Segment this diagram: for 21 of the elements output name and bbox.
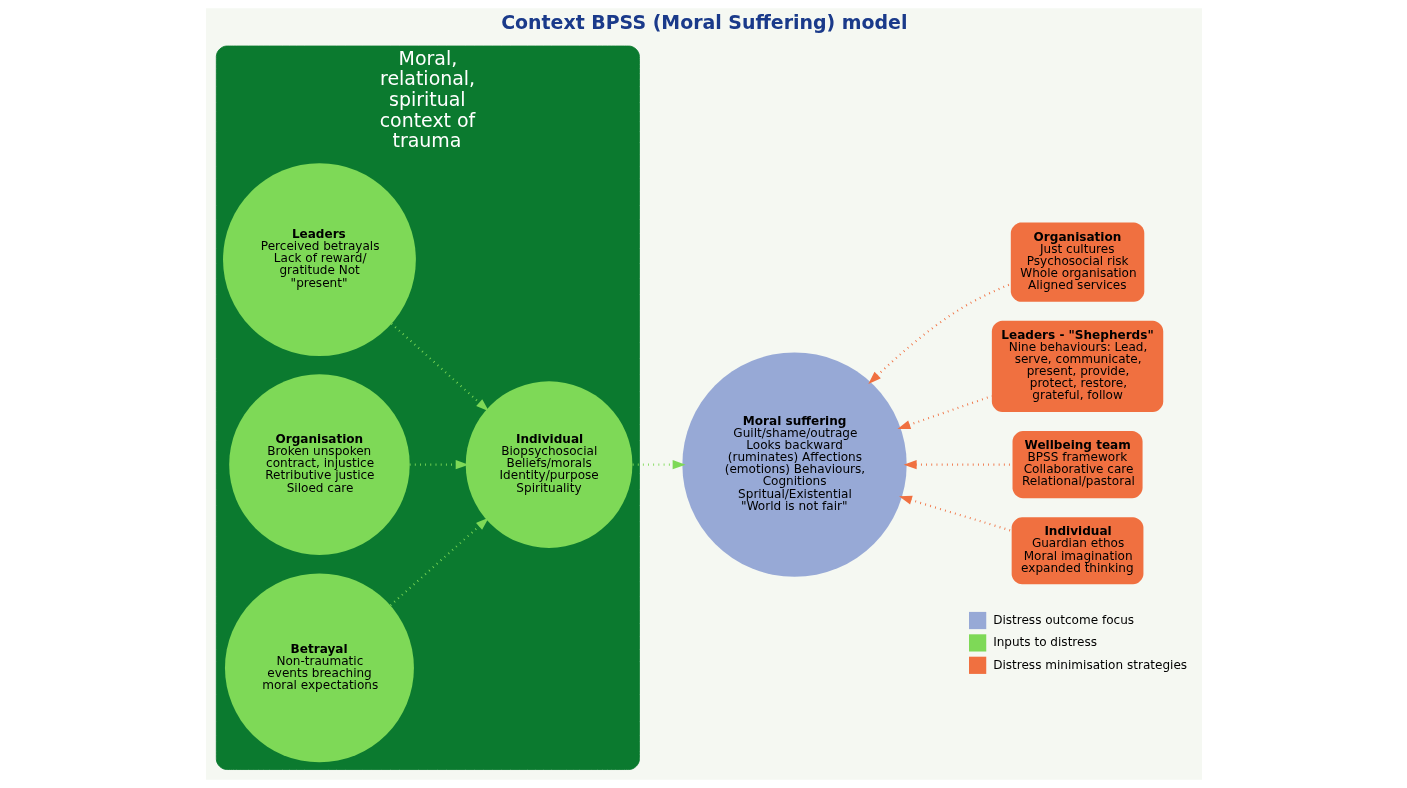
diagram-title: Context BPSS (Moral Suffering) model	[500, 11, 907, 34]
node-circle: Organisation Broken unspoken contract, injustice Retributive justice Siloed care	[228, 374, 410, 555]
node-box: Organisation Just cultures Psychosocial risk Whole organisation Aligned services	[1010, 222, 1144, 302]
legend-label: Distress minimisation strategies	[992, 657, 1187, 672]
node-circle: Moral suffering Guilt/shame/outrage Looks backward (ruminates) Affections (emotions) Behaviours, Cognitions Spritual/Existential "World is not fair"	[681, 352, 907, 577]
node-box: Leaders - "Shepherds" Nine behaviours: Lead, serve, communicate, present, provide, protect, restore, grateful, follow	[991, 320, 1163, 413]
legend-label: Distress outcome focus	[992, 612, 1134, 627]
node-circle: Leaders Perceived betrayals Lack of reward/ gratitude Not "present"	[222, 163, 416, 357]
arrow	[409, 460, 469, 470]
arrow	[903, 460, 1012, 470]
node-circle: Betrayal Non-traumatic events breaching moral expectations	[224, 573, 414, 763]
arrow	[898, 495, 1012, 532]
arrow	[390, 322, 489, 412]
arrow	[389, 517, 489, 607]
legend-label: Inputs to distress	[992, 635, 1097, 650]
node-box: Individual Guardian ethos Moral imagination expanded thinking	[1011, 517, 1143, 585]
arrow	[867, 283, 1011, 385]
arrow	[896, 395, 992, 429]
node-box: Wellbeing team BPSS framework Collaborative care Relational/pastoral	[1012, 431, 1143, 499]
arrow	[632, 460, 686, 470]
node-circle: Individual Biopsychosocial Beliefs/morals Identity/purpose Spirituality	[465, 381, 632, 548]
